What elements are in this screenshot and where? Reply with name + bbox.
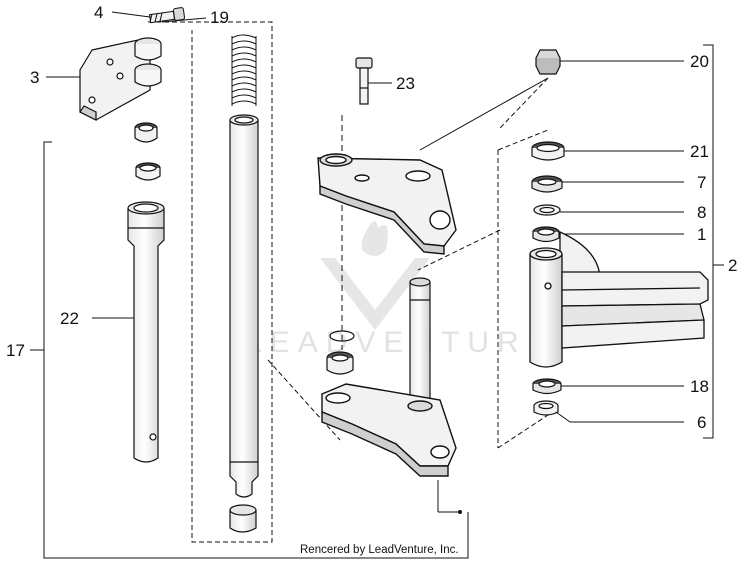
part-race-21	[531, 141, 565, 161]
part-nut-20	[535, 49, 561, 75]
callout-6: 6	[697, 413, 706, 432]
callout-22: 22	[60, 309, 79, 328]
callout-23: 23	[396, 74, 415, 93]
callout-8: 8	[697, 203, 706, 222]
leader-19	[161, 17, 207, 23]
callout-3: 3	[30, 68, 39, 87]
callout-1: 1	[697, 225, 706, 244]
callout-20: 20	[690, 52, 709, 71]
assembly-guides	[148, 21, 549, 543]
callout-2: 2	[728, 256, 737, 275]
part-tube-22	[127, 201, 165, 463]
part-bolt-23	[355, 57, 373, 105]
part-bushings	[134, 122, 161, 181]
callout-21: 21	[690, 142, 709, 161]
callout-19: 19	[210, 8, 229, 27]
part-bushing-lower	[326, 351, 354, 375]
leader-4	[111, 11, 151, 18]
part-stem-shaft	[409, 277, 431, 406]
part-bearing-18	[532, 378, 562, 395]
part-lower-clamp	[321, 383, 457, 477]
bracket-17	[30, 141, 469, 559]
callout-17: 17	[6, 341, 25, 360]
part-bearing-7	[531, 175, 563, 193]
part-bracket-3	[79, 37, 162, 121]
callout-7: 7	[697, 173, 706, 192]
part-bearing-1	[532, 226, 560, 243]
part-spring-19	[231, 34, 257, 106]
callout-4: 4	[94, 3, 103, 22]
bracket-2	[703, 44, 724, 439]
leader-6a	[555, 411, 571, 423]
part-frame-head	[529, 230, 709, 368]
watermark-text: LEADVENTURE	[245, 326, 555, 359]
part-long-tube	[229, 114, 259, 533]
credit-text: Rencered by LeadVenture, Inc.	[300, 544, 459, 556]
guide-dot	[458, 510, 462, 514]
callout-18: 18	[690, 377, 709, 396]
part-seal-6	[533, 400, 559, 416]
part-bolt-4	[148, 7, 186, 24]
part-oring	[329, 330, 355, 342]
watermark: LEADVENTURE	[245, 221, 555, 359]
part-upper-clamp	[317, 153, 457, 255]
part-seal-8	[533, 204, 561, 216]
